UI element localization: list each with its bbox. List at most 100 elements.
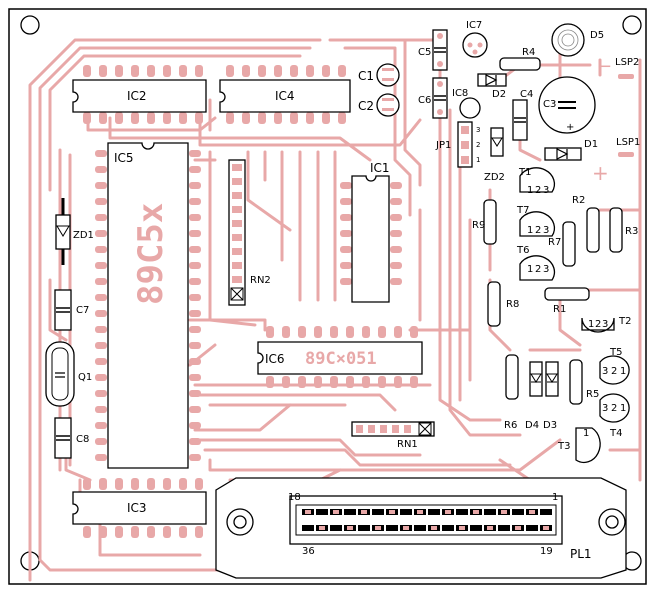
ic4-body: [219, 79, 351, 113]
zd1-label: ZD1: [73, 230, 94, 241]
lsp2-minus: −: [597, 56, 612, 77]
svg-text:2: 2: [535, 185, 541, 196]
pl1-pin36-label: 36: [302, 546, 315, 557]
d3-body: [545, 361, 559, 397]
d5-label: D5: [590, 30, 604, 41]
svg-text:1: 1: [583, 428, 589, 439]
ic1-body: [351, 175, 390, 303]
c5-label: C5: [418, 47, 431, 58]
svg-text:T3: T3: [557, 441, 570, 452]
c1-label: C1: [358, 69, 374, 83]
c3-label: C3: [543, 99, 556, 110]
ic6-part-marking: 89C×051: [305, 349, 377, 369]
c7-outline: [54, 289, 72, 331]
zd2-body: [490, 127, 504, 157]
ic3-body: [72, 491, 207, 525]
svg-text:T6: T6: [516, 245, 529, 256]
d3-label: D3: [543, 420, 557, 431]
ic2-body: [72, 79, 207, 113]
r2-label: R2: [572, 195, 585, 206]
ic8-outline: [459, 97, 481, 119]
q1-label: Q1: [78, 372, 92, 383]
mounting-hole-top-right: [622, 15, 642, 35]
r4-body: [499, 57, 541, 71]
r8-label: R8: [506, 299, 519, 310]
r3-label: R3: [625, 226, 638, 237]
svg-text:1: 1: [588, 319, 594, 330]
svg-text:3: 3: [602, 366, 608, 377]
r5-label: R5: [586, 389, 599, 400]
c3-plus: +: [566, 122, 574, 133]
lsp1-label: LSP1: [616, 137, 640, 148]
c8-label: C8: [76, 434, 89, 445]
ic6-label: IC6: [265, 352, 285, 366]
r8-body: [487, 281, 501, 327]
c1-outline: [376, 63, 400, 87]
t3-transistor: T3 1: [557, 427, 601, 464]
svg-text:3: 3: [543, 185, 549, 196]
zd1-body: [55, 214, 71, 250]
d2-label: D2: [492, 89, 506, 100]
jp1-pin1: 1: [476, 156, 480, 164]
svg-text:2: 2: [595, 319, 601, 330]
c6-outline: [432, 77, 448, 119]
ic4-label: IC4: [275, 89, 295, 103]
svg-text:T7: T7: [516, 205, 529, 216]
svg-text:1: 1: [527, 264, 533, 275]
svg-text:2: 2: [535, 264, 541, 275]
ic3-pads: [83, 478, 203, 538]
ic5-pads: [95, 150, 201, 461]
pl1-pin19-label: 19: [540, 546, 553, 557]
ic7-outline: [462, 32, 488, 58]
svg-text:1: 1: [527, 185, 533, 196]
svg-text:T2: T2: [618, 316, 631, 327]
d2-body: [477, 73, 507, 87]
svg-text:1: 1: [620, 403, 626, 414]
pl1-connector: [215, 477, 627, 579]
svg-text:T4: T4: [609, 428, 622, 439]
pl1-pin1-label: 1: [552, 492, 558, 503]
r9-body: [483, 199, 497, 245]
ic6-body: [257, 341, 423, 375]
lsp1-plus: +: [592, 161, 609, 185]
svg-text:T5: T5: [609, 347, 622, 358]
jp1-label: JP1: [435, 140, 451, 151]
r5-body: [569, 359, 583, 405]
svg-text:1: 1: [620, 366, 626, 377]
r6-label: R6: [504, 420, 517, 431]
d1-body: [544, 147, 582, 161]
c2-label: C2: [358, 99, 374, 113]
svg-text:1: 1: [527, 225, 533, 236]
ic3-label: IC3: [127, 501, 147, 515]
svg-text:2: 2: [611, 403, 617, 414]
ic1-pads: [340, 182, 402, 285]
r7-body: [562, 221, 576, 267]
c4-outline: [512, 99, 528, 141]
r7-label: R7: [548, 237, 561, 248]
svg-text:3: 3: [602, 319, 608, 330]
svg-text:3: 3: [602, 403, 608, 414]
d1-label: D1: [584, 139, 598, 150]
ic8-label: IC8: [452, 88, 468, 99]
ic7-label: IC7: [466, 20, 482, 31]
c6-label: C6: [418, 95, 431, 106]
r1-body: [544, 287, 590, 301]
ic2-label: IC2: [127, 89, 147, 103]
r3-body: [609, 207, 623, 253]
c3-outline: [538, 76, 596, 134]
copper-tracks: [28, 28, 642, 582]
rn2-label: RN2: [250, 275, 271, 286]
jp1-pin2: 2: [476, 141, 480, 149]
ic5-label: IC5: [114, 151, 134, 165]
jp1-pin3: 3: [476, 126, 480, 134]
mounting-hole-top-left: [20, 15, 40, 35]
c2-outline: [376, 93, 400, 117]
svg-text:3: 3: [543, 264, 549, 275]
lsp2-label: LSP2: [615, 57, 639, 68]
